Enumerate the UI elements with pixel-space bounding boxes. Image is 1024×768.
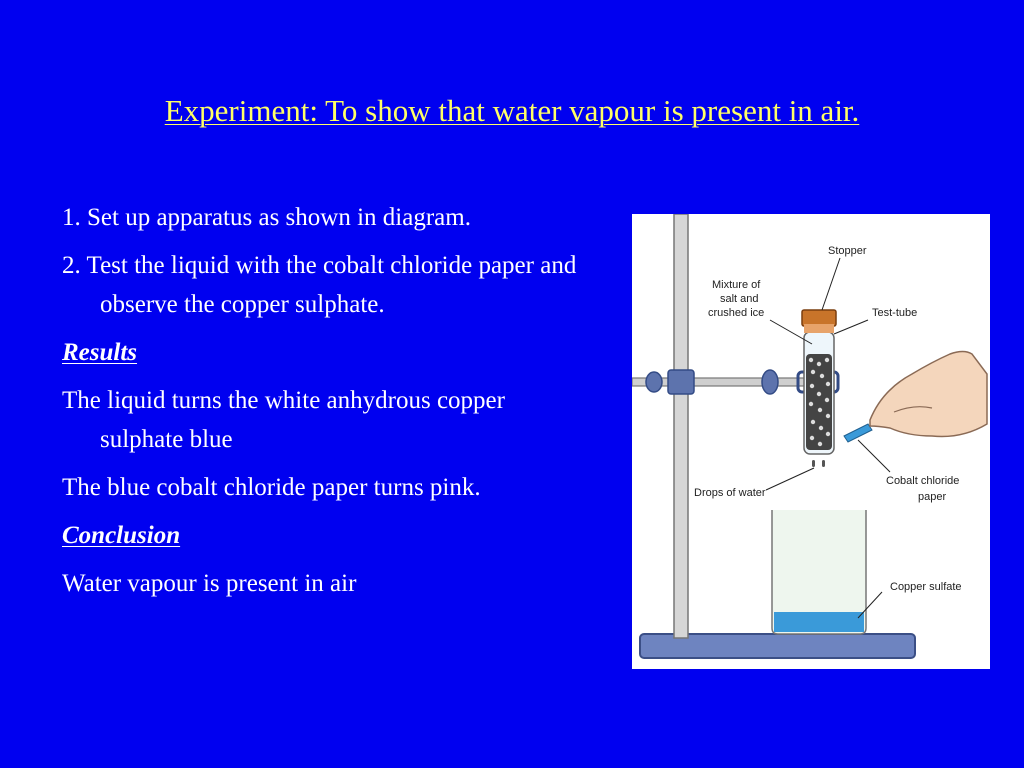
result-2: The blue cobalt chloride paper turns pin… <box>62 474 481 501</box>
conclusion-heading: Conclusion <box>62 522 181 549</box>
slide-title: Experiment: To show that water vapour is… <box>164 93 860 128</box>
step-1: 1. Set up apparatus as shown in diagram. <box>62 204 471 231</box>
stopper <box>801 309 837 327</box>
step-2: 2. Test the liquid with the cobalt chlor… <box>62 252 577 318</box>
boss-screw <box>645 371 663 393</box>
finger-line <box>893 406 933 413</box>
label-stopper: Stopper <box>828 245 867 257</box>
beaker <box>771 510 867 635</box>
slide-body: 1. Set up apparatus as shown in diagram.… <box>62 198 582 612</box>
label-cobalt-1: Cobalt chloride <box>886 475 959 487</box>
label-mixture-3: crushed ice <box>708 307 764 319</box>
label-copper: Copper sulfate <box>890 581 962 593</box>
label-cobalt-2: paper <box>918 491 946 503</box>
label-mixture-1: Mixture of <box>712 279 761 291</box>
conclusion-text: Water vapour is present in air <box>62 570 357 597</box>
boss-head <box>667 369 695 395</box>
stopper-band <box>804 324 834 333</box>
hand <box>869 350 988 438</box>
label-test-tube: Test-tube <box>872 307 917 319</box>
ice-mixture <box>806 354 832 450</box>
label-drops: Drops of water <box>694 487 766 499</box>
apparatus-svg: Stopper Mixture of salt and crushed ice … <box>632 214 988 659</box>
result-1: The liquid turns the white anhydrous cop… <box>62 387 505 453</box>
cobalt-paper <box>843 423 873 443</box>
apparatus-diagram: Stopper Mixture of salt and crushed ice … <box>632 214 990 669</box>
ice-pieces <box>808 357 831 447</box>
leader-lines <box>765 257 891 619</box>
clamp-screw <box>761 369 779 395</box>
label-mixture-2: salt and <box>720 293 759 305</box>
results-heading: Results <box>62 339 138 366</box>
stand-rod <box>673 214 689 639</box>
copper-sulfate-solution <box>774 612 864 632</box>
